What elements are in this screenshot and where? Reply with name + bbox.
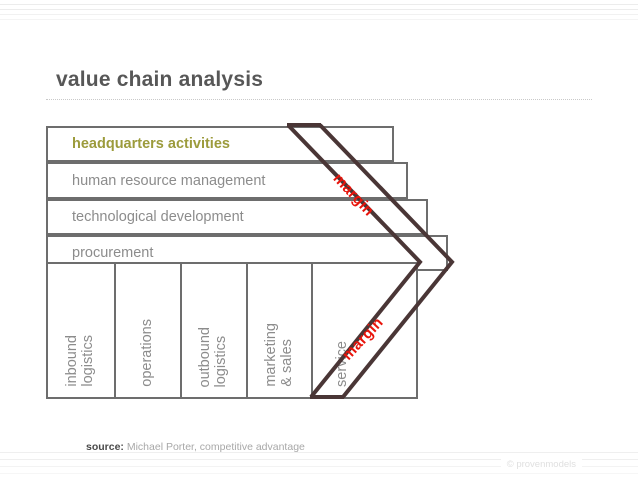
- top-rule-4: [0, 19, 638, 20]
- footer-rule-4: [0, 473, 638, 474]
- primary-column-marketing-and-sales[interactable]: marketing & sales: [248, 264, 313, 397]
- footer-rule-3: [0, 466, 638, 467]
- primary-column-operations[interactable]: operations: [116, 264, 182, 397]
- primary-column-label: inbound logistics: [64, 335, 96, 387]
- page-title: value chain analysis: [56, 68, 264, 91]
- footer-rule-2: [0, 459, 638, 460]
- top-rule-1: [0, 4, 638, 5]
- primary-column-label: outbound logistics: [197, 326, 229, 387]
- primary-column-inbound-logistics[interactable]: inbound logistics: [48, 264, 116, 397]
- top-rule-2: [0, 9, 638, 10]
- primary-column-label: operations: [139, 319, 156, 387]
- footer-rule-1: [0, 452, 638, 453]
- support-row-label: procurement: [72, 245, 154, 261]
- support-row-label: human resource management: [72, 172, 266, 189]
- primary-column-outbound-logistics[interactable]: outbound logistics: [182, 264, 248, 397]
- source-note: source: Michael Porter, competitive adva…: [86, 441, 305, 453]
- title-divider: [46, 99, 592, 100]
- top-decorative-rules: [0, 0, 638, 24]
- support-row-label: technological development: [72, 209, 244, 225]
- primary-column-label: marketing & sales: [262, 323, 295, 387]
- support-row-headquarters-activities[interactable]: headquarters activities: [46, 126, 394, 162]
- source-value: Michael Porter, competitive advantage: [123, 441, 305, 453]
- copyright-notice: © provenmodels: [500, 459, 582, 470]
- footer-decorative-rules: [0, 452, 638, 478]
- top-rule-3: [0, 14, 638, 15]
- support-row-label: headquarters activities: [72, 136, 230, 152]
- source-label: source:: [86, 441, 124, 453]
